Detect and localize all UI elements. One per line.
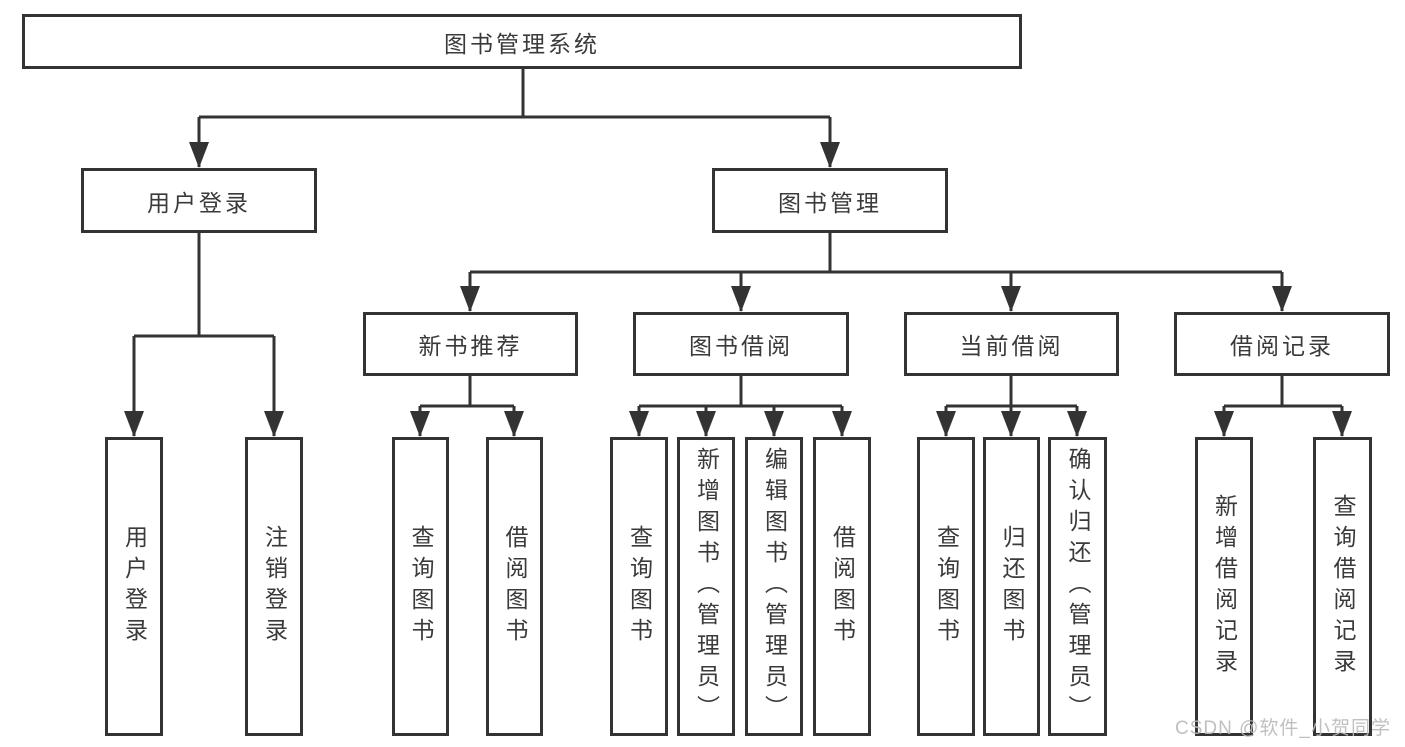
leaf-add-borrow-record: 新增借阅记录 [1195, 437, 1253, 736]
node-library-management-system: 图书管理系统 [22, 14, 1022, 69]
node-book-management: 图书管理 [712, 168, 948, 233]
node-new-book-recommendation: 新书推荐 [363, 312, 578, 376]
csdn-watermark: CSDN @软件_小贺同学 [1175, 718, 1391, 739]
leaf-confirm-return-admin: 确认归还（管理员） [1048, 437, 1107, 736]
node-current-borrowing: 当前借阅 [904, 312, 1119, 376]
leaf-query-books-borrowing: 查询图书 [610, 437, 668, 736]
leaf-borrow-books-recommend: 借阅图书 [486, 437, 543, 736]
leaf-borrow-books-borrowing: 借阅图书 [813, 437, 871, 736]
leaf-logout: 注销登录 [245, 437, 303, 736]
leaf-user-login: 用户登录 [105, 437, 163, 736]
node-user-login: 用户登录 [81, 168, 317, 233]
leaf-query-borrow-record: 查询借阅记录 [1313, 437, 1372, 736]
leaf-query-books-recommend: 查询图书 [392, 437, 449, 736]
leaf-edit-book-admin: 编辑图书（管理员） [745, 437, 803, 736]
leaf-add-book-admin: 新增图书（管理员） [677, 437, 735, 736]
node-book-borrowing: 图书借阅 [633, 312, 849, 376]
leaf-query-books-current: 查询图书 [917, 437, 975, 736]
node-borrowing-records: 借阅记录 [1174, 312, 1390, 376]
leaf-return-books: 归还图书 [983, 437, 1040, 736]
